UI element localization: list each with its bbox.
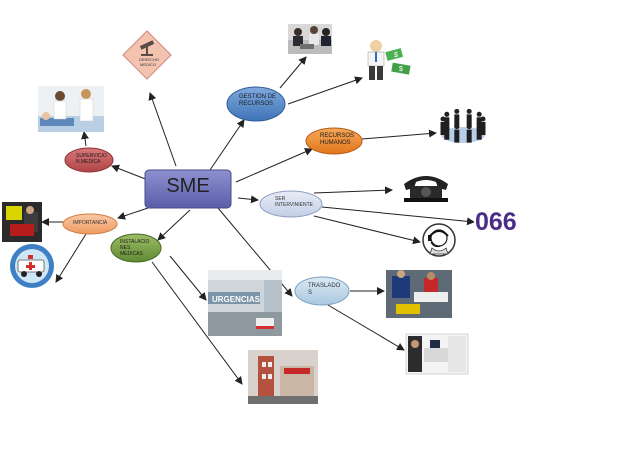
- recursos-humanos-label: RECURSOS HUMANOS: [320, 133, 355, 146]
- edge-sme-ser: [237, 195, 259, 204]
- telephone-icon: [404, 176, 448, 202]
- ser-interviniente-node[interactable]: [259, 190, 323, 218]
- team-person-body: [466, 114, 472, 128]
- team-person-body: [476, 117, 482, 131]
- gestion-label: GESTION DE RECURSOS: [239, 94, 277, 107]
- supervision-label: SUPERVICIO N MEDICA: [76, 153, 107, 165]
- edge-inst-urgencias: [169, 255, 207, 301]
- team-person-head: [480, 116, 486, 122]
- team-person-body: [444, 126, 450, 140]
- sme-central-node[interactable]: [144, 169, 232, 209]
- connectors: [41, 56, 475, 385]
- urgencias-building-photo: URGENCIAS: [208, 270, 282, 336]
- gestion-node[interactable]: [226, 86, 286, 122]
- importancia-label: IMPORTANCIA: [73, 220, 108, 226]
- team-person-head: [466, 108, 472, 114]
- ambulance-cartoon-icon: [10, 244, 54, 288]
- edge-sme-supervision: [111, 164, 149, 181]
- edge-gestion-money: [287, 76, 363, 105]
- edge-sme-importancia: [117, 207, 149, 220]
- ambulance-interior-photo: [405, 333, 469, 375]
- team-person-body: [444, 117, 450, 131]
- supervision-node[interactable]: [64, 147, 114, 173]
- number-066-text: 066: [475, 208, 517, 236]
- edge-ser-066: [321, 206, 475, 226]
- edge-rh-team: [361, 129, 437, 140]
- doctors-patient-photo: [38, 86, 104, 132]
- edge-ser-phone: [313, 186, 393, 195]
- edge-sme-rh: [235, 148, 313, 183]
- team-person-head: [444, 111, 450, 117]
- instalaciones-label: INSTALACIO NES MEDICAS: [120, 239, 150, 257]
- edge-inst-hospital: [151, 261, 243, 385]
- edge-tr-ambulance: [327, 304, 405, 351]
- team-person-head: [476, 111, 482, 117]
- businessman-money-icon: $ $: [367, 40, 411, 80]
- traslados-node[interactable]: [294, 276, 350, 306]
- team-circle-base: [441, 127, 485, 143]
- meeting-photo: [288, 24, 332, 54]
- law-caption: DERECHO MEDICO: [139, 57, 160, 67]
- svg-text:$: $: [399, 66, 403, 73]
- team-circle-icon: [440, 108, 486, 143]
- hospital-building-photo: [248, 350, 318, 404]
- ser-interviniente-label: SER INTERVINIENTE: [275, 196, 313, 208]
- urgencias-sign-text: URGENCIAS: [212, 295, 261, 304]
- team-person-head: [440, 116, 446, 122]
- law-diamond: [122, 30, 172, 80]
- team-person-body: [480, 122, 486, 135]
- team-person-body: [466, 129, 472, 143]
- edge-imp-cartoon: [55, 233, 87, 283]
- edge-sme-gestion: [209, 119, 245, 171]
- recursos-humanos-node[interactable]: [305, 127, 363, 155]
- team-person-head: [454, 108, 460, 114]
- team-person-body: [476, 126, 482, 140]
- edge-sme-law: [148, 92, 177, 167]
- edge-gestion-meeting: [279, 56, 307, 89]
- team-person-body: [454, 114, 460, 128]
- stretcher-photo: [386, 270, 452, 318]
- paramedic-photo: [2, 202, 42, 242]
- svg-text:$: $: [394, 52, 398, 59]
- team-person-body: [454, 129, 460, 143]
- edge-ser-operator: [313, 215, 421, 245]
- operator-headset-icon: [422, 223, 456, 257]
- sme-central-label: SME: [166, 175, 210, 197]
- traslados-label: TRASLADO S: [308, 283, 341, 296]
- gavel-icon: [139, 40, 155, 56]
- edge-sup-doctors: [81, 131, 89, 147]
- edge-sme-inst: [157, 209, 191, 241]
- instalaciones-node[interactable]: [110, 233, 162, 263]
- importancia-node[interactable]: [62, 213, 118, 235]
- team-person-body: [440, 122, 446, 135]
- number-066-logo: 066: [474, 208, 518, 236]
